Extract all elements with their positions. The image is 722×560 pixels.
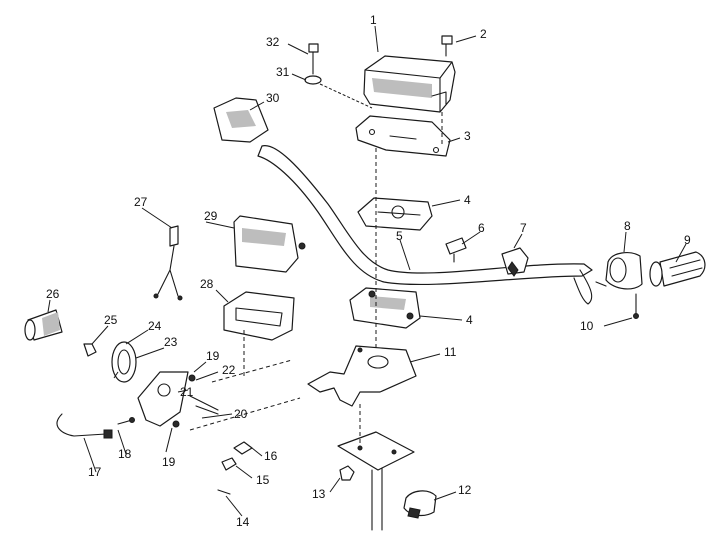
switch-housing-part: [213, 97, 269, 143]
callout-15: 15: [256, 473, 270, 487]
callout-25: 25: [104, 313, 118, 327]
callout-12: 12: [458, 483, 472, 497]
callout-19-upper: 19: [206, 349, 220, 363]
callout-23: 23: [164, 335, 178, 349]
assembly-guide-lines: [189, 112, 443, 444]
callout-30: 30: [266, 91, 280, 105]
callout-26: 26: [46, 287, 60, 301]
callout-20: 20: [234, 407, 248, 421]
nut-part: [339, 465, 355, 481]
bracket-plate-part: [307, 345, 417, 407]
callout-31: 31: [276, 65, 290, 79]
callout-1: 1: [370, 13, 377, 27]
brake-lever-housing-part: [501, 247, 529, 277]
callout-4-lower: 4: [466, 313, 473, 327]
callout-14: 14: [236, 515, 250, 529]
callout-2: 2: [480, 27, 487, 41]
callout-leader-lines: [47, 25, 687, 517]
callout-labels: 1 2 3 4 4 5 6 7 8 9 10 11 12 13 14 15 16…: [46, 13, 691, 529]
tray-part: [223, 291, 295, 341]
callout-5: 5: [396, 229, 403, 243]
callout-4-upper: 4: [464, 193, 471, 207]
callout-28: 28: [200, 277, 214, 291]
upper-clamp-part: [357, 197, 433, 231]
wire-harness-part: [56, 413, 113, 439]
handlebar-grip-part: [649, 251, 706, 287]
control-box-part: [363, 55, 456, 113]
bar-clip-part: [445, 237, 467, 263]
callout-7: 7: [520, 221, 527, 235]
callout-13: 13: [312, 487, 326, 501]
bolt-18-part: [117, 417, 135, 425]
callout-27: 27: [134, 195, 148, 209]
callout-24: 24: [148, 319, 162, 333]
sleeve-part: [24, 309, 63, 341]
bolt-part: [441, 35, 453, 57]
callout-17: 17: [88, 465, 102, 479]
headlight-bracket-part: [137, 371, 189, 427]
callout-6: 6: [478, 221, 485, 235]
callout-10: 10: [580, 319, 594, 333]
bulb-part: [83, 343, 97, 357]
lower-clamp-part: [349, 287, 421, 329]
clamp-part: [403, 490, 437, 519]
connector-harness-part: [153, 225, 183, 301]
headlight-bezel-part: [111, 341, 137, 383]
callout-19-lower: 19: [162, 455, 176, 469]
callout-32: 32: [266, 35, 280, 49]
small-hardware-part: [217, 441, 253, 495]
callout-18: 18: [118, 447, 132, 461]
steering-post-part: [337, 431, 415, 531]
mounting-plate-part: [355, 115, 451, 157]
callout-11: 11: [444, 345, 457, 359]
callout-8: 8: [624, 219, 631, 233]
callout-9: 9: [684, 233, 691, 247]
bolt-washer-part: [304, 43, 373, 109]
handlebar-part: [257, 145, 593, 305]
screw-part: [633, 293, 639, 319]
callout-16: 16: [264, 449, 278, 463]
callout-3: 3: [464, 129, 471, 143]
callout-21: 21: [180, 385, 194, 399]
callout-22: 22: [222, 363, 236, 377]
throttle-housing-part: [595, 252, 643, 290]
callout-29: 29: [204, 209, 218, 223]
instrument-gauge-part: [233, 215, 306, 273]
